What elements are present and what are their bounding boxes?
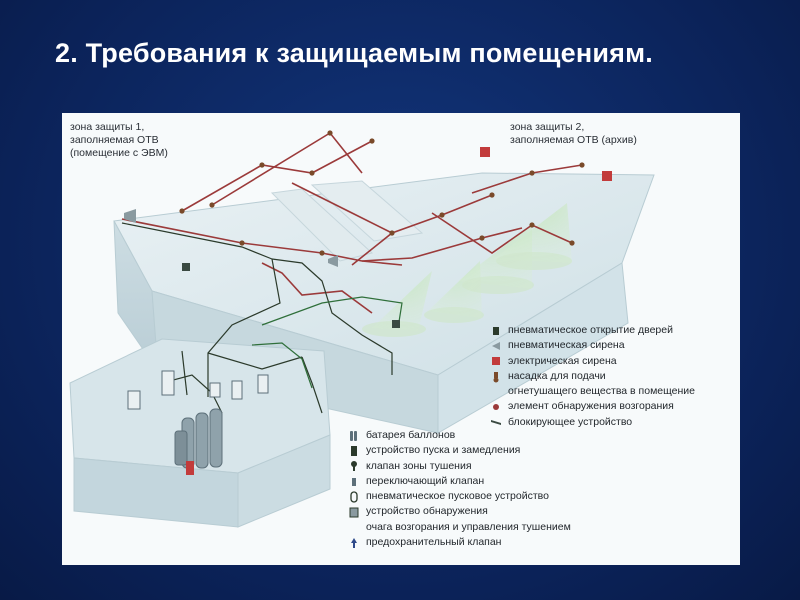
legend-label: батарея баллонов [366,429,456,441]
main-building [113,172,655,434]
legend-label: электрическая сирена [508,354,617,367]
electric-siren-icon [490,355,502,367]
legend-item: устройство пуска и замедления [348,443,571,458]
legend-label: очага возгорания и управления тушением [366,520,571,533]
system-diagram [69,130,655,528]
nozzles [179,130,585,256]
legend-label: огнетушащего вещества в помещение [508,385,695,398]
zone1-label-line: (помещение с ЭВМ) [70,147,168,159]
zone2-label-line: заполняемая ОТВ (архив) [510,134,637,146]
legend-left: батарея баллонов устройство пуска и заме… [348,428,571,550]
legend-item: предохранительный клапан [348,535,571,550]
door-opener-icon [490,325,502,337]
legend-item: пневматическое пусковое устройство [348,489,571,504]
legend-label: пневматическая сирена [508,339,625,352]
legend-item: электрическая сирена [490,354,695,369]
blocking-device-icon [490,416,502,428]
legend-item: насадка для подачи [490,369,695,384]
legend-label: пневматическое открытие дверей [508,324,673,336]
legend-label: предохранительный клапан [366,536,502,549]
zone-valve-icon [348,460,360,472]
detector-element-icon [490,401,502,413]
pneumatic-sirens [124,209,338,267]
legend-label: устройство пуска и замедления [366,444,521,457]
spray-cones [362,203,572,337]
control-boxes [127,370,269,410]
legend-item: клапан зоны тушения [348,459,571,474]
legend-item: блокирующее устройство [490,415,695,430]
legend-label: переключающий клапан [366,474,485,487]
legend-label: устройство обнаружения [366,505,488,518]
legend-label: клапан зоны тушения [366,459,472,472]
legend-item: очага возгорания и управления тушением [348,520,571,535]
legend-label: пневматическое пусковое устройство [366,490,549,503]
safety-valve-icon [348,537,360,549]
equipment-room [69,338,331,528]
cylinder-battery-icon [348,430,360,442]
zone1-label-line: зона защиты 1, [70,121,145,133]
legend-item: батарея баллонов [348,428,571,443]
detection-device-icon [348,506,360,518]
zone1-label: зона защиты 1, заполняемая ОТВ (помещени… [70,121,168,160]
cylinder-battery [174,408,223,475]
legend-label: блокирующее устройство [508,415,633,428]
legend-right: пневматическое открытие дверей пневматич… [490,323,695,430]
zone2-label-line: зона защиты 2, [510,121,585,133]
slide-title: 2. Требования к защищаемым помещениям. [55,38,653,68]
electric-sirens [480,147,612,181]
legend-item: устройство обнаружения [348,504,571,519]
zone2-label: зона защиты 2, заполняемая ОТВ (архив) [510,121,637,147]
system-diagram-panel: зона защиты 1, заполняемая ОТВ (помещени… [62,113,740,565]
switch-valve-icon [348,476,360,488]
legend-item: переключающий клапан [348,474,571,489]
legend-item: пневматическая сирена [490,338,695,353]
nozzle-icon [490,371,502,383]
start-delay-device-icon [348,445,360,457]
pneumatic-start-icon [348,491,360,503]
pneumatic-lines [251,296,403,389]
legend-item: элемент обнаружения возгорания [490,399,695,414]
legend-label: элемент обнаружения возгорания [508,400,674,413]
control-lines [121,222,393,414]
detectors [182,263,400,328]
legend-label: насадка для подачи [508,369,606,382]
legend-item: пневматическое открытие дверей [490,323,695,338]
pneumatic-siren-icon [490,340,502,352]
zone1-label-line: заполняемая ОТВ [70,134,159,146]
legend-item: огнетушащего вещества в помещение [490,384,695,399]
